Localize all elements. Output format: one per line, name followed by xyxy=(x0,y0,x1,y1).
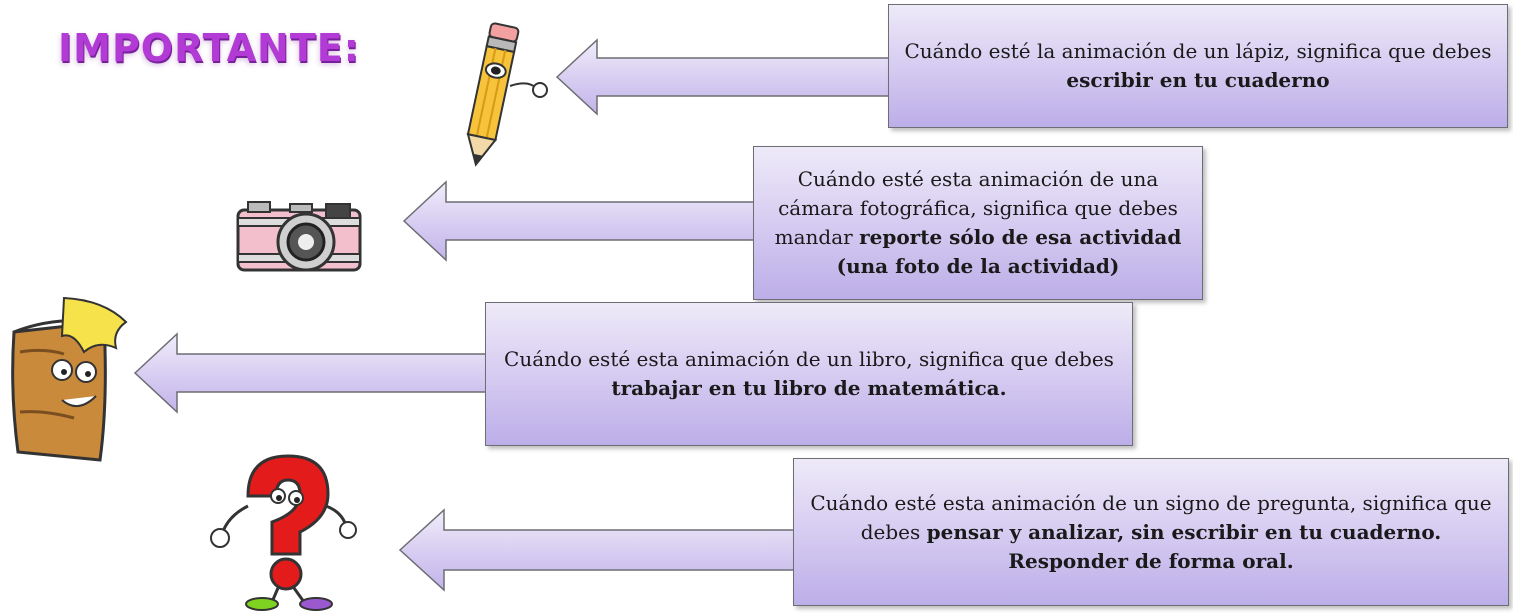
info-box-3: Cuándo esté esta animación de un libro, … xyxy=(485,302,1133,446)
arrow-4 xyxy=(398,508,805,592)
arrow-2 xyxy=(402,180,761,262)
info-box-4: Cuándo esté esta animación de un signo d… xyxy=(793,458,1509,606)
question-mark-icon xyxy=(210,454,357,611)
arrow-3 xyxy=(133,332,494,414)
info-box-2: Cuándo esté esta animación de una cámara… xyxy=(753,146,1203,300)
camera-icon xyxy=(236,201,362,272)
arrow-1 xyxy=(555,38,894,116)
book-icon xyxy=(11,296,128,462)
pencil-icon xyxy=(466,22,548,167)
info-box-1: Cuándo esté la animación de un lápiz, si… xyxy=(888,4,1508,128)
page-title: IMPORTANTE: xyxy=(58,26,360,70)
